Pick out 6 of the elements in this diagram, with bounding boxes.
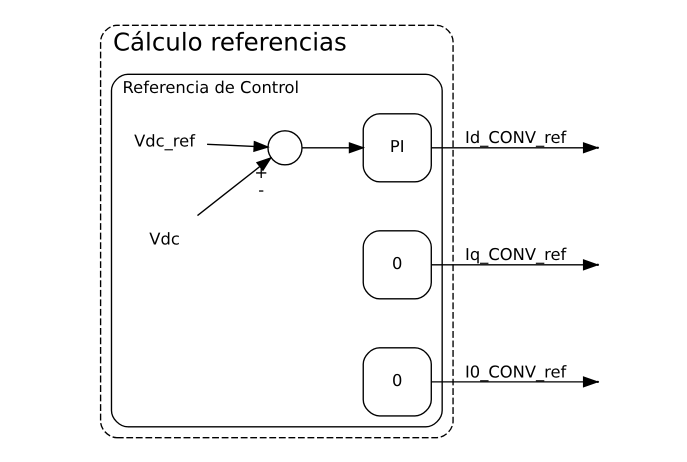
node-label: - [258,180,264,200]
node-text: Vdc_ref [134,131,194,150]
edge-label: Id_CONV_ref [464,128,566,147]
edge-label: Iq_CONV_ref [464,244,566,264]
edge-label: I0_CONV_ref [464,362,566,381]
node-text: Vdc [148,229,180,248]
